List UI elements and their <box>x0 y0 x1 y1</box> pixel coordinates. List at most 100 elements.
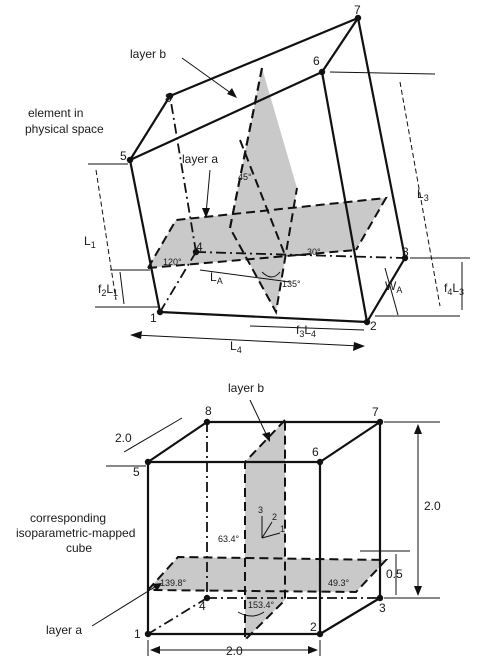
top-layer-b-outline <box>228 67 298 316</box>
bottom-width-arrow-left <box>150 646 160 654</box>
top-node-dot-3 <box>401 254 409 262</box>
bottom-width-arrow-right <box>308 646 318 654</box>
top-nodes: 1 2 3 4 5 6 7 8 <box>120 3 409 333</box>
bottom-depth-dim <box>123 417 183 453</box>
bottom-layer-b-leader <box>249 399 269 439</box>
bottom-angle-63: 63.4° <box>218 534 240 544</box>
top-f4L3-label: f4L3 <box>444 281 464 297</box>
bottom-angle-49: 49.3° <box>328 578 350 588</box>
bottom-layer-a-leader <box>91 584 159 627</box>
top-L4-label: L4 <box>230 339 242 355</box>
cube-label-line2: isoparametric-mapped <box>16 526 135 540</box>
top-LA-label: LA <box>210 270 223 286</box>
top-hidden-edge-4-1 <box>159 251 197 313</box>
axis-1-line <box>261 532 281 539</box>
bottom-layer-b-arrowhead <box>262 432 270 442</box>
element-label-line2: physical space <box>25 122 104 136</box>
bottom-height-arrow-top <box>414 424 422 434</box>
top-node-label-1: 1 <box>150 311 157 325</box>
top-f3L4-label: f3L4 <box>296 323 316 339</box>
top-L4-arrow-right <box>353 342 365 351</box>
bottom-node-dot-7 <box>376 418 384 426</box>
bottom-node-label-5: 5 <box>133 465 140 479</box>
top-hidden-edge-4-8 <box>169 95 197 253</box>
top-L3-dim-line <box>399 81 441 307</box>
cube-label-line1: corresponding <box>30 511 106 525</box>
bottom-cube-diagram: 1 2 3 4 5 6 7 8 layer b layer a correspo… <box>16 381 441 658</box>
bottom-edge-right-face <box>319 422 382 635</box>
bottom-node-label-3: 3 <box>379 601 386 615</box>
bottom-angle-153: 153.4° <box>248 600 275 610</box>
top-node-label-8: 8 <box>165 91 172 105</box>
bottom-node-label-7: 7 <box>372 405 379 419</box>
element-label-line1: element in <box>28 106 83 120</box>
bottom-layer-b-label: layer b <box>228 381 264 395</box>
top-node-dot-1 <box>156 308 164 316</box>
top-node-dot-4 <box>192 248 200 256</box>
top-layer-a-plane <box>148 198 386 268</box>
top-WA-dim <box>384 267 399 316</box>
top-node-label-3: 3 <box>402 245 409 259</box>
axis-2-line <box>261 521 273 539</box>
top-layer-b-mid <box>239 139 286 256</box>
bottom-edge-top-face <box>147 420 382 463</box>
top-angle-135-arc <box>261 271 281 278</box>
bottom-node-dot-3 <box>376 594 384 602</box>
top-layer-b-arrowhead <box>227 88 237 98</box>
bottom-node-dot-5 <box>144 458 152 466</box>
bottom-node-dot-1 <box>144 630 152 638</box>
top-layer-a-outline <box>147 196 388 269</box>
top-L4-dim <box>134 334 361 347</box>
top-hidden-edge-4-3 <box>195 251 406 259</box>
axis-1-label: 1 <box>280 524 285 534</box>
bottom-width-label: 2.0 <box>226 644 243 658</box>
top-angle-120: 120° <box>163 257 182 267</box>
bottom-hidden-edge-4-1 <box>147 597 208 635</box>
bottom-layer-b-outline <box>244 419 286 643</box>
bottom-node-dot-8 <box>203 418 211 426</box>
top-layer-a-arrowhead <box>202 208 210 218</box>
top-L1-dim-line <box>95 169 117 301</box>
top-node-dot-5 <box>126 156 134 164</box>
bottom-axis-triad: 3 2 1 <box>258 505 285 539</box>
bottom-node-label-8: 8 <box>205 404 212 418</box>
top-node-label-6: 6 <box>313 54 320 68</box>
top-node-dot-6 <box>318 68 326 76</box>
top-layer-b-label: layer b <box>130 47 166 61</box>
top-f2L1-dim <box>119 271 125 305</box>
bottom-height-arrow-bottom <box>414 586 422 596</box>
top-angle-30: 30° <box>307 247 321 257</box>
top-edge-top-face <box>129 16 360 161</box>
bottom-offset-label: 0.5 <box>386 567 403 581</box>
top-f3L4-dim <box>249 325 365 331</box>
top-node-dot-2 <box>363 318 371 326</box>
top-L1-label: L1 <box>84 234 96 250</box>
bottom-layer-a-outline <box>147 555 389 594</box>
bottom-depth-label: 2.0 <box>115 431 132 445</box>
bottom-node-dot-2 <box>316 630 324 638</box>
bottom-angle-153-arc <box>237 611 265 617</box>
top-element-diagram: 1 2 3 4 5 6 7 8 layer b layer a element … <box>25 3 470 355</box>
top-layer-a-label: layer a <box>182 152 218 166</box>
bottom-layer-a-arrowhead <box>152 583 162 591</box>
bottom-node-label-4: 4 <box>199 599 206 613</box>
bottom-node-label-6: 6 <box>312 445 319 459</box>
top-WA-label: WA <box>385 279 402 295</box>
bottom-edge-front-face <box>146 460 322 636</box>
bottom-height-label: 2.0 <box>424 499 441 513</box>
top-node-dot-7 <box>354 14 362 22</box>
top-node-label-7: 7 <box>354 3 361 17</box>
bottom-angle-139: 139.8° <box>160 578 187 588</box>
top-L3-label: L3 <box>417 187 429 203</box>
top-node-dot-8 <box>166 92 174 100</box>
top-node-label-4: 4 <box>196 240 203 254</box>
axis-2-label: 2 <box>272 512 277 522</box>
top-node-label-5: 5 <box>120 149 127 163</box>
bottom-node-label-1: 1 <box>134 627 141 641</box>
top-layer-b-leader <box>181 57 236 97</box>
bottom-node-dot-6 <box>316 458 324 466</box>
top-LA-dim <box>199 269 291 283</box>
bottom-layer-a-label: layer a <box>46 623 82 637</box>
